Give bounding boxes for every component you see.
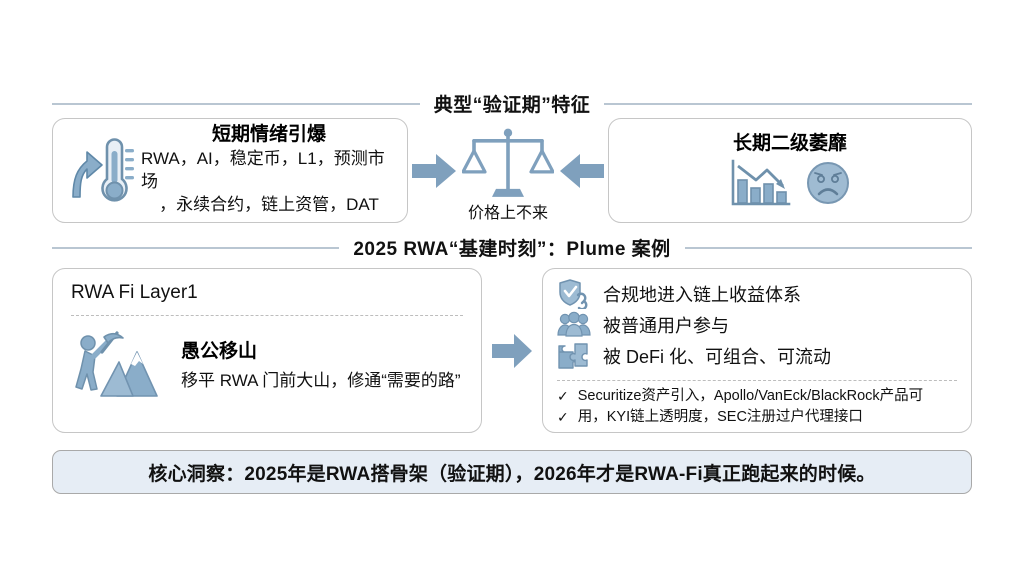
- section-2-header: 2025 RWA“基建时刻”：Plume 案例: [0, 234, 1024, 261]
- header-rule-left: [52, 102, 420, 105]
- sad-face-icon: [805, 160, 851, 206]
- benefit-row-compliance[interactable]: 合规地进入链上收益体系: [557, 279, 957, 309]
- benefit-row-users[interactable]: 被普通用户参与: [557, 311, 957, 339]
- check-icon: ✓: [557, 409, 569, 426]
- core-insight-text: 核心洞察：2025年是RWA搭骨架（验证期），2026年才是RWA-Fi真正跑起…: [148, 463, 876, 485]
- section-1-header: 典型“验证期”特征: [0, 90, 1024, 117]
- check-item: ✓ Securitize资产引入，Apollo/VanEck/BlackRock…: [557, 386, 957, 407]
- price-stuck-group: 价格上不来: [462, 126, 554, 222]
- plume-benefits-card[interactable]: 合规地进入链上收益体系 被普通用户参与: [542, 268, 972, 433]
- short-term-sentiment-card[interactable]: 短期情绪引爆 RWA，AI，稳定币，L1，预测市场 ，永续合约，链上资管，DAT: [52, 118, 408, 223]
- section-1-center: 价格上不来: [408, 118, 608, 223]
- declining-bar-chart-icon: [729, 158, 791, 208]
- long-term-weakness-card[interactable]: 长期二级萎靡: [608, 118, 972, 223]
- miner-mountain-icon: [71, 326, 167, 400]
- thermometer-rising-icon: [61, 133, 135, 209]
- arrow-right-icon: [410, 151, 458, 191]
- long-term-weakness-icons: [729, 158, 851, 208]
- long-term-weakness-headline: 长期二级萎靡: [732, 133, 847, 155]
- header-rule-left-2: [52, 246, 340, 249]
- section-1-title: 典型“验证期”特征: [433, 95, 591, 116]
- arrow-left-icon: [558, 151, 606, 191]
- check-icon: ✓: [557, 388, 569, 404]
- short-term-sentiment-line-2: ，永续合约，链上资管，DAT: [159, 195, 379, 215]
- section-2-body: RWA Fi Layer1 愚公移山: [52, 268, 972, 433]
- miner-text: 愚公移山 移平 RWA 门前大山，修通“需要的路”: [181, 336, 461, 391]
- short-term-sentiment-text: 短期情绪引爆 RWA，AI，稳定币，L1，预测市场 ，永续合约，链上资管，DAT: [141, 124, 397, 217]
- balance-scale-icon: [462, 126, 554, 200]
- section-2-title: 2025 RWA“基建时刻”：Plume 案例: [353, 239, 671, 260]
- miner-headline: 愚公移山: [181, 340, 258, 362]
- benefit-label-defi: 被 DeFi 化、可组合、可流动: [603, 347, 832, 367]
- miner-row: 愚公移山 移平 RWA 门前大山，修通“需要的路”: [71, 326, 463, 400]
- panel-right-divider: [557, 380, 957, 381]
- section-1-body: 短期情绪引爆 RWA，AI，稳定币，L1，预测市场 ，永续合约，链上资管，DAT: [52, 118, 972, 223]
- panel-left-divider: [71, 315, 463, 316]
- check-label: Securitize资产引入，Apollo/VanEck/BlackRock产品…: [577, 388, 924, 404]
- core-insight-bar: 核心洞察：2025年是RWA搭骨架（验证期），2026年才是RWA-Fi真正跑起…: [52, 450, 972, 494]
- shield-check-link-icon: [557, 279, 591, 309]
- short-term-sentiment-headline: 短期情绪引爆: [211, 124, 326, 146]
- short-term-sentiment-line-1: RWA，AI，稳定币，L1，预测市场: [141, 148, 385, 191]
- arrow-right-icon: [490, 331, 534, 371]
- benefit-row-defi[interactable]: 被 DeFi 化、可组合、可流动: [557, 341, 957, 371]
- section-2-arrow: [482, 268, 542, 433]
- miner-subtext: 移平 RWA 门前大山，修通“需要的路”: [181, 370, 461, 390]
- check-item: ✓ 用，KYI链上透明度，SEC注册过户代理接口: [557, 407, 957, 428]
- rwa-fi-layer1-title: RWA Fi Layer1: [71, 282, 198, 303]
- header-rule-right-2: [684, 246, 973, 249]
- benefit-label-users: 被普通用户参与: [603, 316, 729, 336]
- header-rule-right: [604, 102, 973, 105]
- people-group-icon: [557, 311, 591, 339]
- rwa-fi-layer1-card[interactable]: RWA Fi Layer1 愚公移山: [52, 268, 482, 433]
- benefit-label-compliance: 合规地进入链上收益体系: [603, 285, 801, 305]
- price-stuck-caption: 价格上不来: [467, 204, 548, 222]
- check-label: 用，KYI链上透明度，SEC注册过户代理接口: [577, 409, 863, 426]
- check-list: ✓ Securitize资产引入，Apollo/VanEck/BlackRock…: [557, 386, 957, 428]
- puzzle-pieces-icon: [557, 341, 591, 371]
